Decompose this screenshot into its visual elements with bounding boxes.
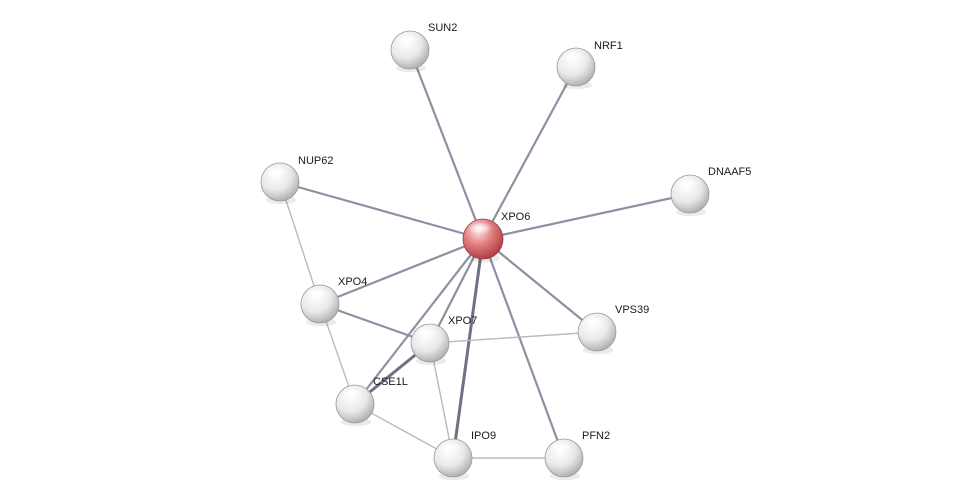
node-label-xpo4: XPO4: [338, 276, 367, 288]
sphere-highlight: [438, 441, 462, 454]
node-label-ipo9: IPO9: [471, 430, 496, 442]
node-label-xpo6: XPO6: [501, 211, 530, 223]
edge-xpo4-xpo7[interactable]: [318, 302, 432, 345]
sphere-highlight: [340, 387, 364, 400]
sphere-highlight: [415, 326, 439, 339]
node-label-nrf1: NRF1: [594, 40, 623, 52]
node-cse1l[interactable]: CSE1L: [335, 376, 408, 427]
node-nrf1[interactable]: NRF1: [556, 40, 623, 90]
edge-xpo6-nup62[interactable]: [278, 180, 485, 241]
edge-xpo6-sun2[interactable]: [408, 48, 485, 241]
node-vps39[interactable]: VPS39: [577, 304, 649, 355]
node-ipo9[interactable]: IPO9: [433, 430, 496, 481]
sphere-highlight: [395, 33, 419, 46]
node-pfn2[interactable]: PFN2: [544, 430, 610, 481]
node-label-xpo7: XPO7: [448, 315, 477, 327]
edge-xpo6-pfn2[interactable]: [481, 237, 566, 460]
sphere-highlight: [549, 441, 573, 454]
edge-xpo6-nrf1[interactable]: [481, 65, 578, 241]
node-xpo6[interactable]: XPO6: [462, 211, 530, 263]
node-label-cse1l: CSE1L: [373, 376, 408, 388]
sphere-highlight: [675, 177, 699, 190]
sphere-highlight: [467, 221, 493, 235]
node-xpo7[interactable]: XPO7: [410, 315, 477, 366]
edge-xpo6-dnaaf5[interactable]: [481, 192, 692, 241]
edge-xpo6-xpo4[interactable]: [318, 237, 485, 306]
node-label-dnaaf5: DNAAF5: [708, 166, 751, 178]
node-label-sun2: SUN2: [428, 22, 457, 34]
edge-xpo7-vps39[interactable]: [429, 331, 598, 344]
edge-xpo6-ipo9[interactable]: [451, 237, 485, 460]
sphere-highlight: [582, 315, 606, 328]
sphere-highlight: [265, 165, 289, 178]
sphere-highlight: [561, 50, 585, 63]
node-dnaaf5[interactable]: DNAAF5: [670, 166, 751, 217]
sphere-highlight: [305, 287, 329, 300]
node-label-nup62: NUP62: [298, 155, 333, 167]
node-xpo4[interactable]: XPO4: [300, 276, 367, 327]
edge-xpo6-vps39[interactable]: [481, 237, 599, 334]
node-label-vps39: VPS39: [615, 304, 649, 316]
node-nup62[interactable]: NUP62: [260, 155, 333, 205]
edge-xpo7-ipo9[interactable]: [429, 342, 454, 459]
edge-nup62-xpo4[interactable]: [279, 181, 321, 305]
node-sun2[interactable]: SUN2: [390, 22, 457, 73]
edge-xpo6-cse1l[interactable]: [353, 237, 485, 406]
node-label-pfn2: PFN2: [582, 430, 610, 442]
